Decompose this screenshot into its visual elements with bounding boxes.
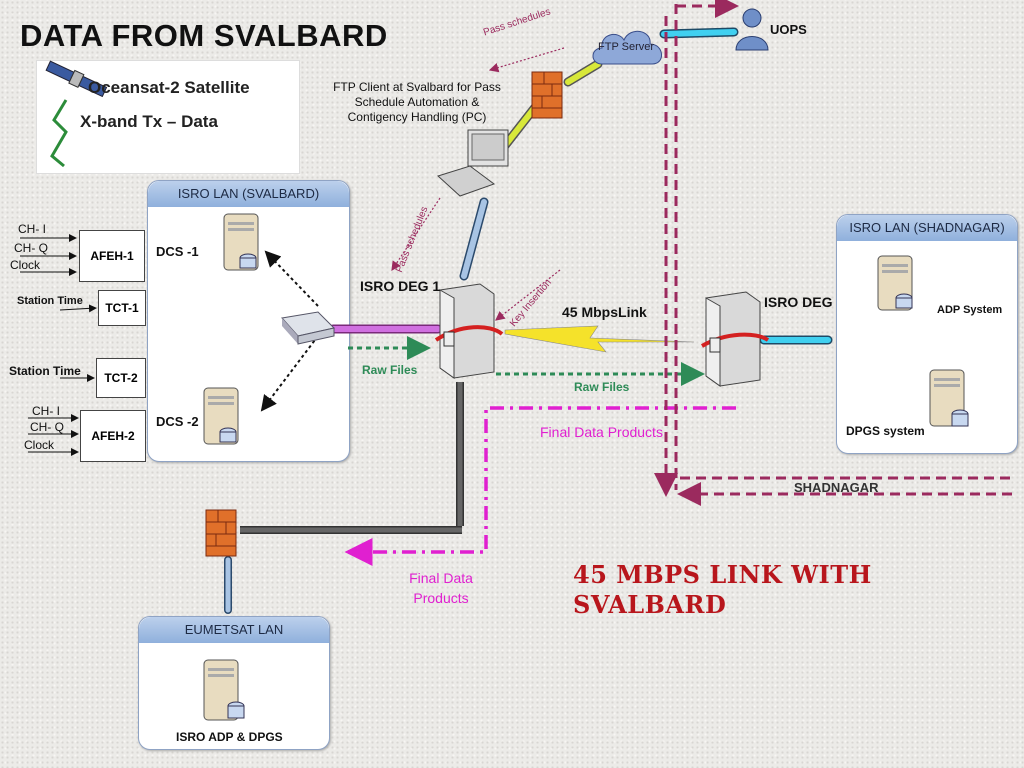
deg1-server-icon xyxy=(434,283,504,379)
station-time-label-1: Station Time xyxy=(17,295,83,307)
dcs2-label: DCS -2 xyxy=(156,414,199,429)
uops-label: UOPS xyxy=(770,22,807,37)
shadnagar-lan-header: ISRO LAN (SHADNAGAR) xyxy=(837,215,1017,241)
pc-deg1-cable xyxy=(461,199,487,279)
dcs1-label: DCS -1 xyxy=(156,244,199,259)
dpgs-server-icon xyxy=(929,369,969,427)
pass-schedule-arrow-1 xyxy=(488,47,565,73)
link-caption: 45 MBPS LINK WITH SVALBARD xyxy=(573,560,872,619)
ftp-server-cloud-icon xyxy=(592,30,662,65)
page-title: DATA FROM SVALBARD xyxy=(20,18,388,53)
clock-label-1: Clock xyxy=(10,258,41,272)
lightning-icon xyxy=(50,99,68,168)
satellite-band: X-band Tx – Data xyxy=(80,112,218,131)
key-insertion-arrow xyxy=(495,269,561,321)
ch-i-label-1: CH- I xyxy=(18,222,46,236)
firewall-icon-bottom xyxy=(205,509,237,557)
ch-i-label-2: CH- I xyxy=(32,404,60,418)
pc-icon xyxy=(437,129,509,197)
deg1-label: ISRO DEG 1 xyxy=(360,278,441,294)
link-lightning-icon xyxy=(504,325,695,353)
adp-label: ADP System xyxy=(937,304,1003,316)
eumetsat-lan-header: EUMETSAT LAN xyxy=(139,617,329,643)
clock-label-2: Clock xyxy=(24,438,55,452)
eumetsat-lan-panel: EUMETSAT LAN xyxy=(138,616,330,750)
tct2-box: TCT-2 xyxy=(96,358,146,398)
deg2-server-icon xyxy=(700,291,770,387)
raw-files-label-1: Raw Files xyxy=(362,363,418,377)
final-products-label-2: Final Data Products xyxy=(409,570,473,606)
final-products-path xyxy=(344,406,736,566)
ch-q-label-2: CH- Q xyxy=(30,420,64,434)
eumetsat-server-icon xyxy=(203,659,245,721)
deg2-label: ISRO DEG 2 xyxy=(764,294,845,310)
ftp-uops-cable xyxy=(661,29,737,37)
switch-dcs1-arrow xyxy=(264,250,319,307)
ftp-server-label: FTP Server xyxy=(598,41,655,53)
link-label: 45 MbpsLink xyxy=(562,304,647,320)
ftp-client-label: FTP Client at Svalbard for Pass Schedule… xyxy=(333,80,501,124)
shadnagar-label: SHADNAGAR xyxy=(794,480,879,495)
afeh1-box: AFEH-1 xyxy=(79,230,145,282)
ch-q-label-1: CH- Q xyxy=(14,241,48,255)
station-time-label-2: Station Time xyxy=(9,364,81,378)
dpgs-label: DPGS system xyxy=(846,424,925,438)
final-products-label-1: Final Data Products xyxy=(540,424,663,440)
eumetsat-server-label: ISRO ADP & DPGS xyxy=(176,730,283,744)
dcs2-server-icon xyxy=(203,387,239,445)
shadnagar-lan-panel: ISRO LAN (SHADNAGAR) xyxy=(836,214,1018,454)
network-switch-icon xyxy=(281,311,335,345)
tct1-box: TCT-1 xyxy=(98,290,146,326)
user-icon xyxy=(735,8,769,51)
satellite-icon xyxy=(45,60,108,168)
adp-server-icon xyxy=(877,255,913,311)
firewall-ftp-cable xyxy=(565,61,601,85)
satellite-name: Oceansat-2 Satellite xyxy=(88,78,250,97)
pass-schedule-arrow-2 xyxy=(391,197,441,271)
svalbard-lan-header: ISRO LAN (SVALBARD) xyxy=(148,181,349,207)
afeh2-box: AFEH-2 xyxy=(80,410,146,462)
raw-files-label-2: Raw Files xyxy=(574,380,630,394)
firewall-icon-top xyxy=(531,71,563,119)
dcs1-server-icon xyxy=(223,213,259,271)
station-time-arrow-1 xyxy=(59,304,97,313)
